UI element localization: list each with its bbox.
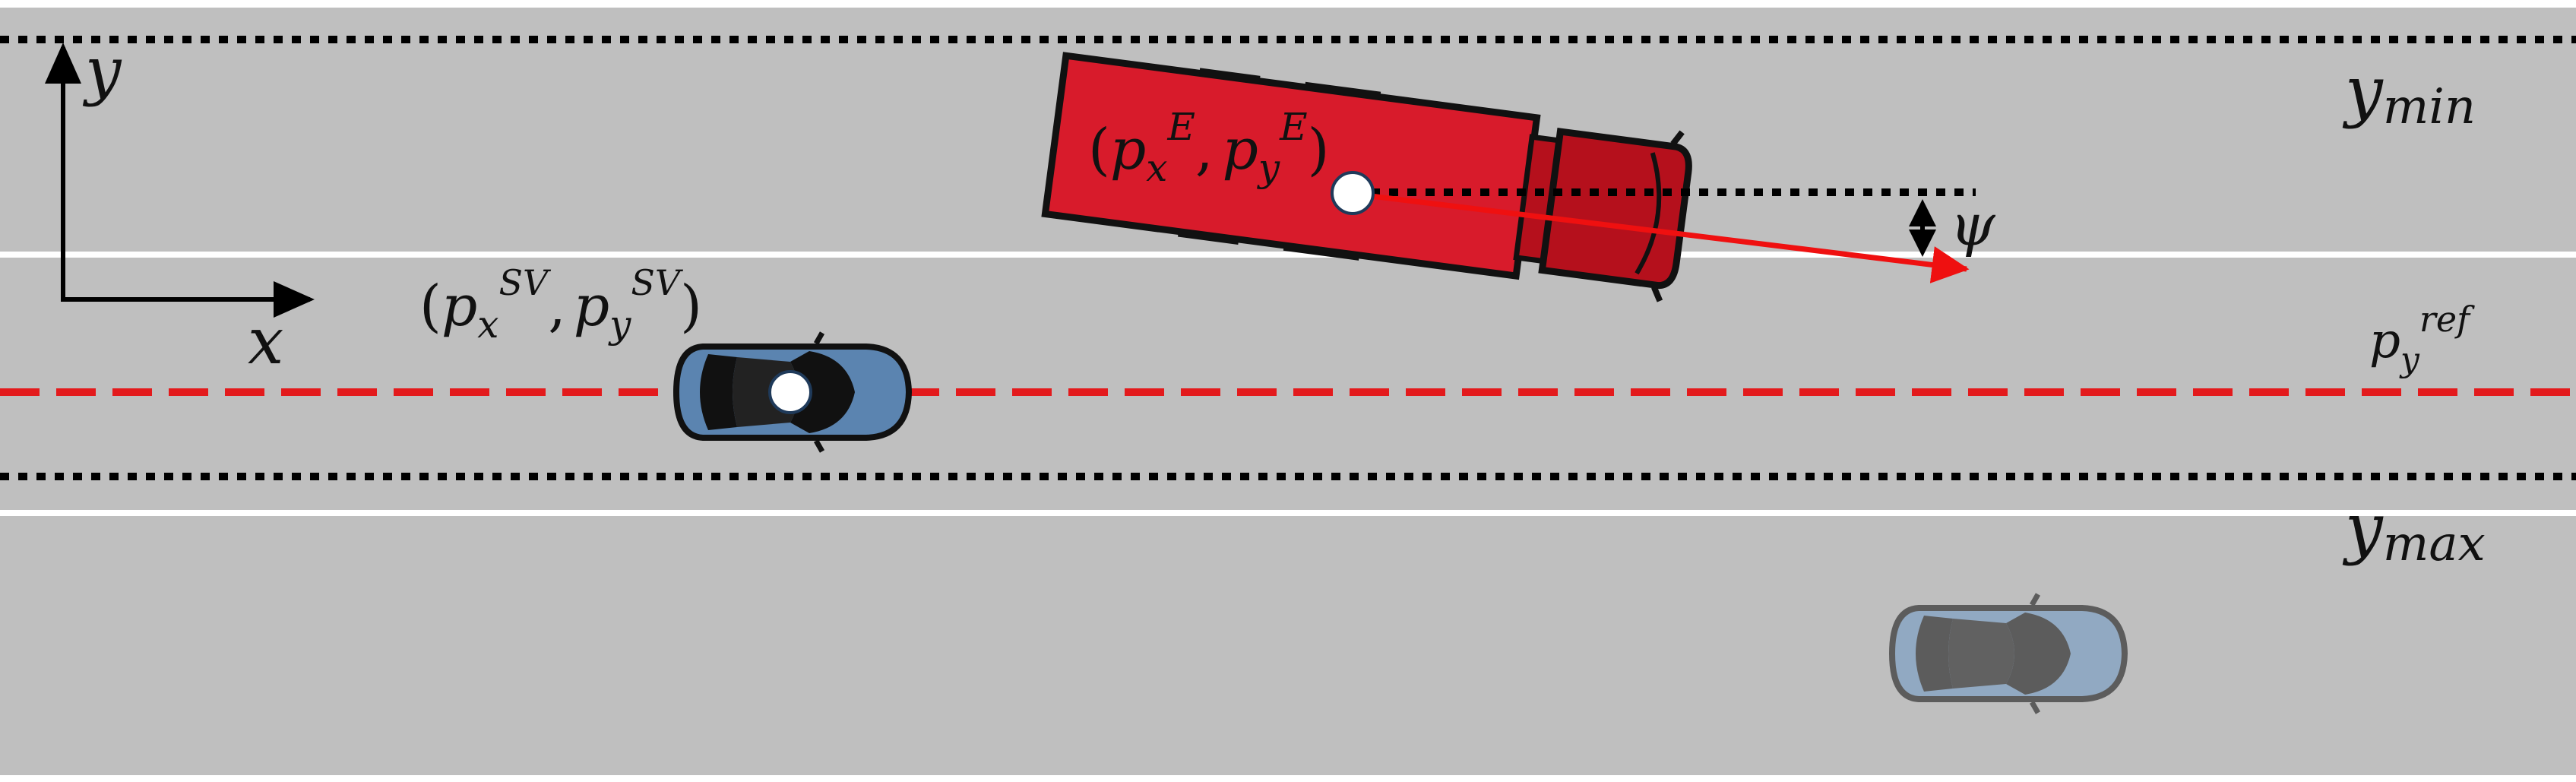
y-min-label: ymin [2342,52,2476,135]
truck-cab [1538,127,1692,290]
ego-position-label: (pxSV,pySV) [419,262,702,347]
ego-center-point [768,370,812,414]
surrounding-truck [1041,52,1692,302]
x-axis-label: x [248,304,283,378]
psi-label: ψ [1950,191,1996,258]
truck-top-view-icon [1041,52,1692,302]
y-axis-label: y [82,33,122,108]
coordinate-axes: y x [45,33,315,378]
reference-label: pyref [2369,299,2475,379]
truck-position-label: (pxE,pyE) [1088,105,1329,190]
other-vehicle [1888,593,2128,714]
ego-vehicle [672,331,913,453]
lane-line-upper [0,252,2576,258]
y-max-label: ymax [2342,489,2486,572]
truck-heading-arrow [1352,191,1970,283]
lane-line-lower [0,510,2576,516]
truck-center-point [1331,171,1375,215]
car-top-view-icon [1888,593,2128,714]
